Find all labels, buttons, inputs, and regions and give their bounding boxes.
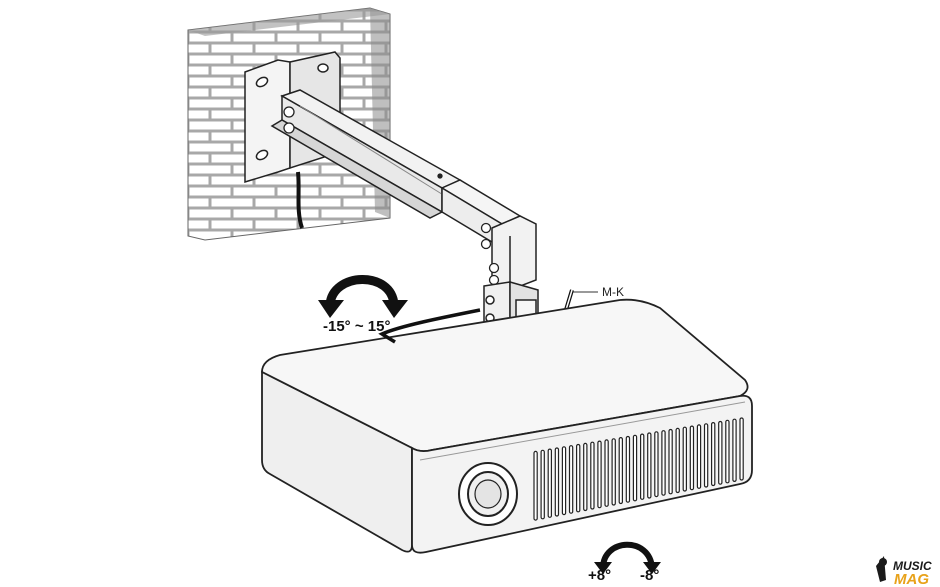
tilt-plus-label: +8° <box>588 567 611 584</box>
power-cable <box>296 171 304 229</box>
vent-slot <box>583 442 588 512</box>
vent-slot <box>533 450 538 521</box>
vent-slot <box>725 419 730 484</box>
vent-slot <box>611 438 616 506</box>
vent-slot <box>561 446 567 516</box>
vent-slot <box>618 437 624 505</box>
vent-slot <box>732 418 737 483</box>
vent-slot <box>661 430 666 496</box>
vent-slot <box>703 423 709 488</box>
mk-callout-label: M-K <box>602 285 624 299</box>
watermark-line1: MUSIC <box>893 559 932 573</box>
vent-slot <box>718 420 723 485</box>
vent-slot <box>554 447 560 517</box>
vent-slot <box>675 427 680 494</box>
vent-slot <box>590 441 595 510</box>
vent-slot <box>639 433 645 500</box>
vent-slot <box>689 425 695 491</box>
vent-slot <box>540 449 545 520</box>
vent-slot <box>696 424 702 489</box>
vent-slot <box>739 417 744 481</box>
arm-bolts <box>283 106 500 286</box>
watermark-line2: MAG <box>894 571 929 587</box>
vent-slot <box>604 439 609 507</box>
vent-slot <box>682 426 688 492</box>
vent-slot <box>668 428 673 495</box>
projector-lens <box>458 462 518 526</box>
tilt-arrow-icon <box>594 541 661 574</box>
vent-slot <box>597 440 602 509</box>
swivel-range-label: -15° ~ 15° <box>323 318 390 335</box>
projector-cable <box>378 308 481 344</box>
vent-slot <box>647 432 652 499</box>
swivel-arrow-icon <box>318 275 408 318</box>
tilt-minus-label: -8° <box>640 567 659 584</box>
vent-slot <box>710 422 716 487</box>
projector-vents <box>533 417 744 521</box>
vent-slot <box>575 443 581 513</box>
vent-slot <box>632 434 638 502</box>
vent-slot <box>654 431 659 498</box>
vent-slot <box>568 445 574 514</box>
vent-slot <box>625 435 631 503</box>
musicmag-logo: MUSIC MAG <box>876 556 932 587</box>
vent-slot <box>547 448 553 518</box>
